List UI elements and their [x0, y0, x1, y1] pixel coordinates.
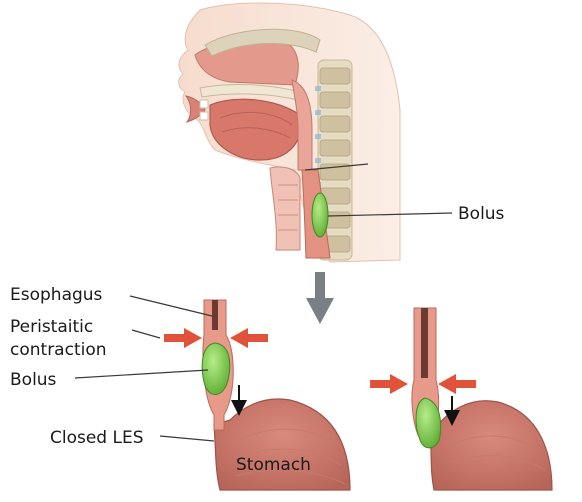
contraction-arrows-left [164, 328, 268, 348]
peristaltic-label-line2: contraction [10, 340, 107, 360]
lips [184, 95, 206, 123]
stomach-label: Stomach [236, 455, 311, 475]
larynx [269, 166, 301, 251]
bolus-top-label: Bolus [458, 204, 505, 224]
peristaltic-label-line1: Peristaitic [10, 317, 93, 337]
skull-bone [204, 28, 321, 57]
stage-peristalsis [74, 295, 351, 491]
bolus-upper [311, 192, 329, 238]
contraction-arrows-right [370, 374, 476, 394]
bolus-left [201, 342, 231, 395]
head-cross-section [178, 2, 453, 263]
stomach-left [213, 398, 351, 491]
bolus-left-label: Bolus [10, 370, 57, 390]
bolus-right [415, 397, 442, 449]
closed-les-label: Closed LES [50, 428, 144, 448]
esophagus-label: Esophagus [10, 285, 103, 305]
transition-arrow-icon [306, 272, 334, 324]
stomach-right [429, 400, 553, 491]
stage-entering-stomach [370, 307, 553, 491]
